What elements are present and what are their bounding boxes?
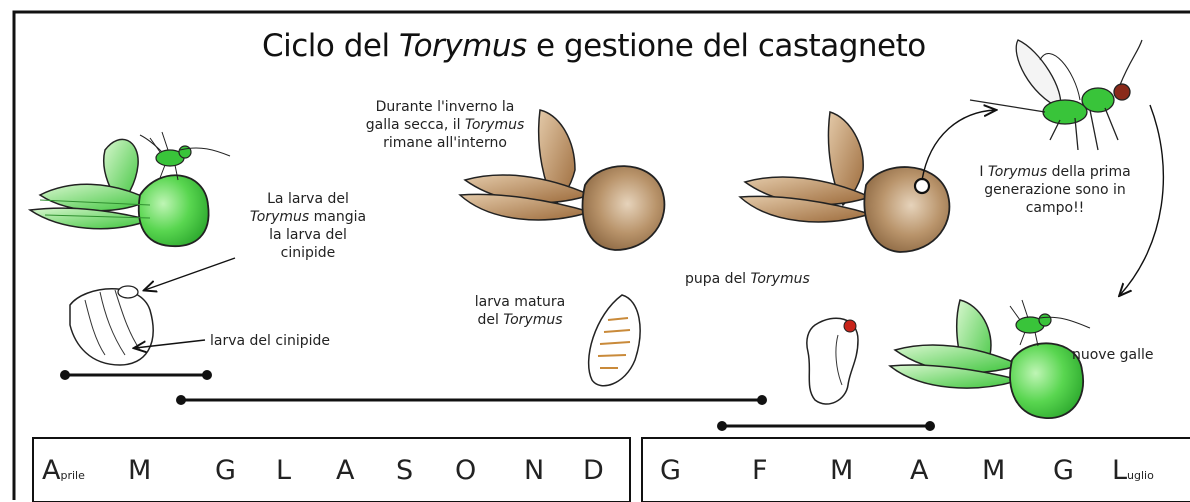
note-nuove-galle: nuove galle (1072, 346, 1182, 364)
note-prima-generazione: I Torymus della prima generazione sono i… (955, 163, 1155, 217)
month-maggio: M (128, 455, 151, 486)
month-aprile: Aprile (42, 455, 85, 486)
mature-torymus-larva (589, 295, 640, 386)
note-pupa: pupa del Torymus (685, 270, 860, 288)
month-febbraio: F (752, 455, 768, 486)
note-mangia: La larva del Torymus mangia la larva del… (228, 190, 388, 262)
note-larva-matura: larva matura del Torymus (455, 293, 585, 329)
torymus-adult-small-2 (1010, 300, 1090, 346)
month-gennaio: G (660, 455, 681, 486)
torymus-adult-large (970, 40, 1142, 150)
arrow-to-cynipid (145, 258, 235, 290)
month-agosto: A (336, 455, 354, 486)
diagram-title: Ciclo del Torymus e gestione del castagn… (262, 28, 926, 64)
brown-gall-with-exit-hole (740, 112, 949, 252)
month-settembre: S (396, 455, 413, 486)
month-maggio-2: M (982, 455, 1005, 486)
month-marzo: M (830, 455, 853, 486)
note-larva-cinipide: larva del cinipide (210, 332, 370, 350)
month-luglio-2: Luglio (1112, 455, 1154, 486)
month-luglio: L (276, 455, 291, 486)
month-ottobre: O (455, 455, 476, 486)
cynipid-larva (70, 286, 153, 365)
torymus-adult-small-1 (140, 132, 230, 180)
outer-frame (14, 12, 1190, 500)
month-novembre: N (524, 455, 544, 486)
torymus-pupa (807, 318, 858, 404)
month-dicembre: D (583, 455, 604, 486)
month-aprile-2: A (910, 455, 928, 486)
month-giugno: G (215, 455, 236, 486)
timeline-bars (65, 375, 930, 426)
note-inverno: Durante l'inverno la galla secca, il Tor… (340, 98, 550, 152)
month-giugno-2: G (1053, 455, 1074, 486)
